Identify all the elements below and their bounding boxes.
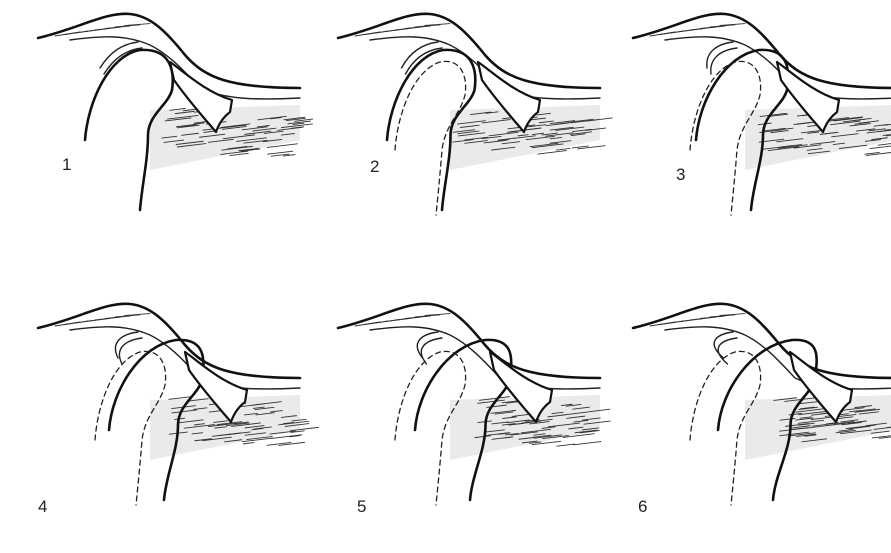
lateral-pterygoid-muscle	[745, 395, 891, 460]
panel-6: 6	[633, 304, 891, 516]
joint-capsule-line	[417, 332, 438, 358]
muscle-fiber-stroke	[578, 146, 605, 149]
articular-eminence-contour	[338, 14, 600, 88]
joint-capsule-line	[402, 42, 439, 68]
muscle-fiber-stroke	[279, 442, 305, 445]
joint-capsule-line	[421, 338, 442, 364]
muscle-fiber-stroke	[243, 443, 254, 444]
muscle-fiber-stroke	[230, 153, 249, 155]
joint-capsule-line	[100, 42, 138, 68]
muscle-fiber-stroke	[557, 444, 575, 446]
panel-1: 1	[38, 14, 313, 210]
articular-eminence-contour	[338, 304, 600, 378]
articular-eminence-contour	[38, 14, 300, 88]
panel-label-2: 2	[370, 157, 379, 176]
eminence-lower-edge	[665, 327, 891, 389]
muscle-fiber-stroke	[574, 442, 601, 445]
panel-label-1: 1	[62, 155, 71, 174]
panel-label-3: 3	[676, 165, 685, 184]
panel-label-5: 5	[357, 497, 366, 516]
muscle-fiber-stroke	[870, 145, 891, 148]
articular-eminence-contour	[633, 304, 891, 378]
joint-capsule-line	[714, 332, 733, 358]
eminence-lower-edge	[370, 327, 600, 389]
panel-label-6: 6	[638, 497, 647, 516]
panel-3: 3	[633, 14, 891, 215]
panel-5: 5	[338, 304, 610, 516]
muscle-fiber-stroke	[556, 148, 570, 150]
panel-label-4: 4	[38, 497, 47, 516]
eminence-lower-edge	[70, 327, 300, 389]
panel-4: 4	[38, 304, 318, 516]
muscle-fiber-stroke	[878, 143, 891, 145]
joint-capsule-line	[718, 338, 737, 364]
panel-2: 2	[338, 14, 612, 215]
